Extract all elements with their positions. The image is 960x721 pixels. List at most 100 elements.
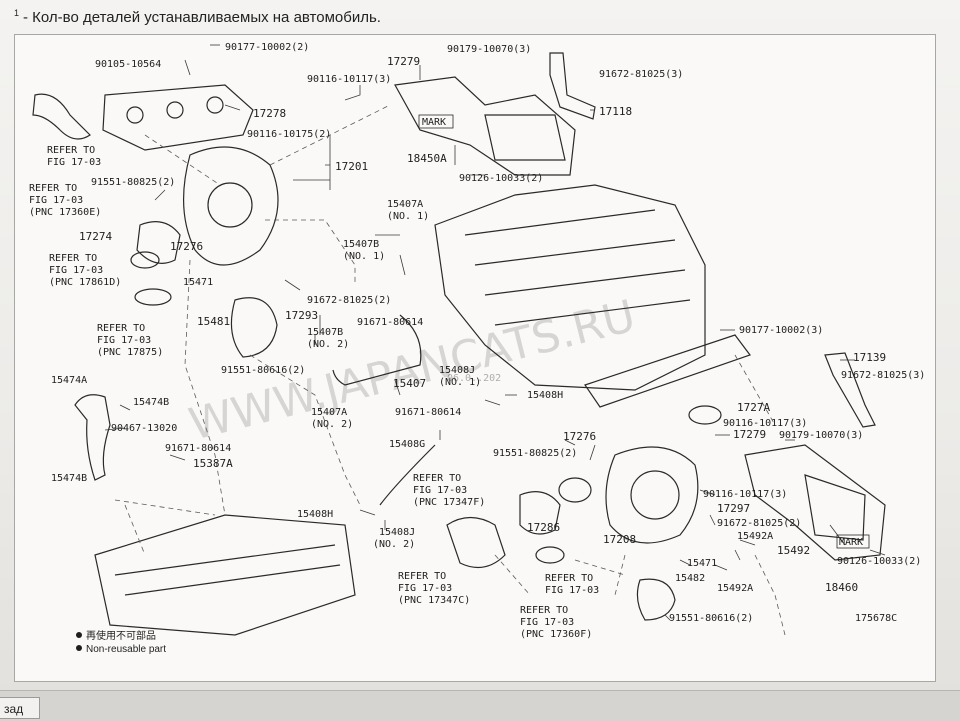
oil-line-15407: [332, 314, 422, 386]
gasket-1727a: [688, 405, 722, 425]
label-15482: 15482: [675, 573, 705, 584]
refer-4-line3: (PNC 17875): [97, 347, 163, 358]
label-91551-80616-right: 91551-80616(2): [669, 613, 753, 624]
oil-hose-15474a: [74, 394, 111, 481]
turbocharger-right: [605, 446, 699, 544]
bottom-toolbar: зад: [0, 690, 960, 721]
refer-6-line1: REFER TO: [398, 571, 446, 582]
label-15408j-bottom-no: (NO. 2): [373, 539, 415, 550]
label-91551-80616-left: 91551-80616(2): [221, 365, 305, 376]
hose-left-top: [32, 93, 91, 140]
label-90116-10117-top: 90116-10117(3): [307, 74, 391, 85]
label-91551-80825-left: 91551-80825(2): [91, 177, 175, 188]
clamp-ring: [130, 251, 160, 269]
clamp-ring-center: [535, 546, 565, 564]
refer-2-line3: (PNC 17360E): [29, 207, 101, 218]
label-15407b-top: 15407B: [343, 239, 379, 250]
label-17286: 17286: [527, 521, 560, 534]
label-17118: 17118: [599, 105, 632, 118]
label-15408g: 15408G: [389, 439, 425, 450]
label-17208: 17208: [603, 533, 636, 546]
heat-insulator-15481: [230, 297, 278, 358]
catalytic-converter-right: [744, 444, 886, 561]
mark-box-top: [418, 114, 454, 129]
label-15492a-top: 15492A: [737, 531, 773, 542]
label-18450a: 18450A: [407, 152, 447, 165]
legend-line-2: Non-reusable part: [86, 644, 166, 655]
label-1727a: 1727A: [737, 401, 770, 414]
label-17276-center: 17276: [563, 430, 596, 443]
refer-5-line3: (PNC 17347F): [413, 497, 485, 508]
label-15407: 15407: [393, 377, 426, 390]
label-15407b-mid: 15407B: [307, 327, 343, 338]
label-90177-10002-right: 90177-10002(3): [739, 325, 823, 336]
legend-line-1: 再使用不可部品: [86, 629, 156, 642]
refer-1-line1: REFER TO: [47, 145, 95, 156]
label-15408h-right: 15408H: [527, 390, 563, 401]
label-18460: 18460: [825, 581, 858, 594]
mark-box-right: [836, 534, 870, 549]
label-15474b-top: 15474B: [133, 397, 169, 408]
non-reusable-bullet-icon: [76, 632, 82, 638]
label-90179-10070-right: 90179-10070(3): [779, 430, 863, 441]
engine-block-ribs: [464, 209, 691, 326]
label-15474a: 15474A: [51, 375, 87, 386]
label-15387a: 15387A: [193, 457, 233, 470]
back-button[interactable]: зад: [0, 697, 40, 719]
engine-block: [434, 184, 706, 391]
oil-pan: [94, 514, 356, 636]
label-15407b-top-no: (NO. 1): [343, 251, 385, 262]
part-labels: 90177-10002(2) 90105-10564 17278 90116-1…: [29, 42, 925, 640]
label-15407a-mid-no: (NO. 2): [311, 419, 353, 430]
refer-8-line2: FIG 17-03: [520, 617, 574, 628]
label-90116-10117-right: 90116-10117(3): [723, 418, 807, 429]
catalytic-converter-top: [394, 76, 576, 176]
header-note: 1- Кол-во деталей устанавливаемых на авт…: [14, 8, 381, 26]
refer-2-line2: FIG 17-03: [29, 195, 83, 206]
converter-shell-top: [484, 114, 566, 161]
manifold-port: [126, 106, 144, 124]
label-90116-10175: 90116-10175(2): [247, 129, 331, 140]
label-91671-80614-mid: 91671-80614: [357, 317, 423, 328]
label-15492a-bottom: 15492A: [717, 583, 753, 594]
label-15408j-bottom: 15408J: [379, 527, 415, 538]
label-17276-left: 17276: [170, 240, 203, 253]
label-17274: 17274: [79, 230, 112, 243]
label-91671-80614-left: 91671-80614: [165, 443, 231, 454]
label-15474b-bottom: 15474B: [51, 473, 87, 484]
label-15471-right: 15471: [687, 558, 717, 569]
label-90179-10070-top: 90179-10070(3): [447, 44, 531, 55]
label-15408j-top-no: (NO. 1): [439, 377, 481, 388]
bracket-17139: [824, 352, 876, 428]
exhaust-manifold-left: [102, 84, 254, 151]
label-90126-10033-right: 90126-10033(2): [837, 556, 921, 567]
label-15481: 15481: [197, 315, 230, 328]
oil-line-15408g: [379, 444, 436, 506]
intake-hose-center: [446, 516, 506, 569]
label-15407a-top-no: (NO. 1): [387, 211, 429, 222]
assembly-dashed-lines: [114, 104, 786, 636]
label-15408h-left: 15408H: [297, 509, 333, 520]
refer-7-line2: FIG 17-03: [545, 585, 599, 596]
label-17139: 17139: [853, 351, 886, 364]
label-15408j-top: 15408J: [439, 365, 475, 376]
figure-code: 175678C: [855, 613, 897, 624]
refer-5-line1: REFER TO: [413, 473, 461, 484]
label-91672-81025-right: 91672-81025(3): [841, 370, 925, 381]
manifold-port: [166, 101, 184, 119]
label-90177-10002-top: 90177-10002(2): [225, 42, 309, 53]
label-91551-80825-center: 91551-80825(2): [493, 448, 577, 459]
intake-pipe-left: [136, 221, 181, 264]
intake-pipe-17286: [519, 491, 561, 535]
non-reusable-bullet-icon: [76, 645, 82, 651]
parts-diagram-drawing: WWW.JAPANCATS.RU: [29, 42, 925, 655]
bracket-17118: [549, 52, 596, 120]
turbo-housing-right: [630, 470, 680, 520]
leader-lines: [104, 44, 886, 621]
refer-8-line1: REFER TO: [520, 605, 568, 616]
oil-pan-ribs: [114, 544, 341, 596]
refer-6-line3: (PNC 17347C): [398, 595, 470, 606]
header-note-text: - Кол-во деталей устанавливаемых на авто…: [23, 9, 381, 26]
label-17278: 17278: [253, 107, 286, 120]
